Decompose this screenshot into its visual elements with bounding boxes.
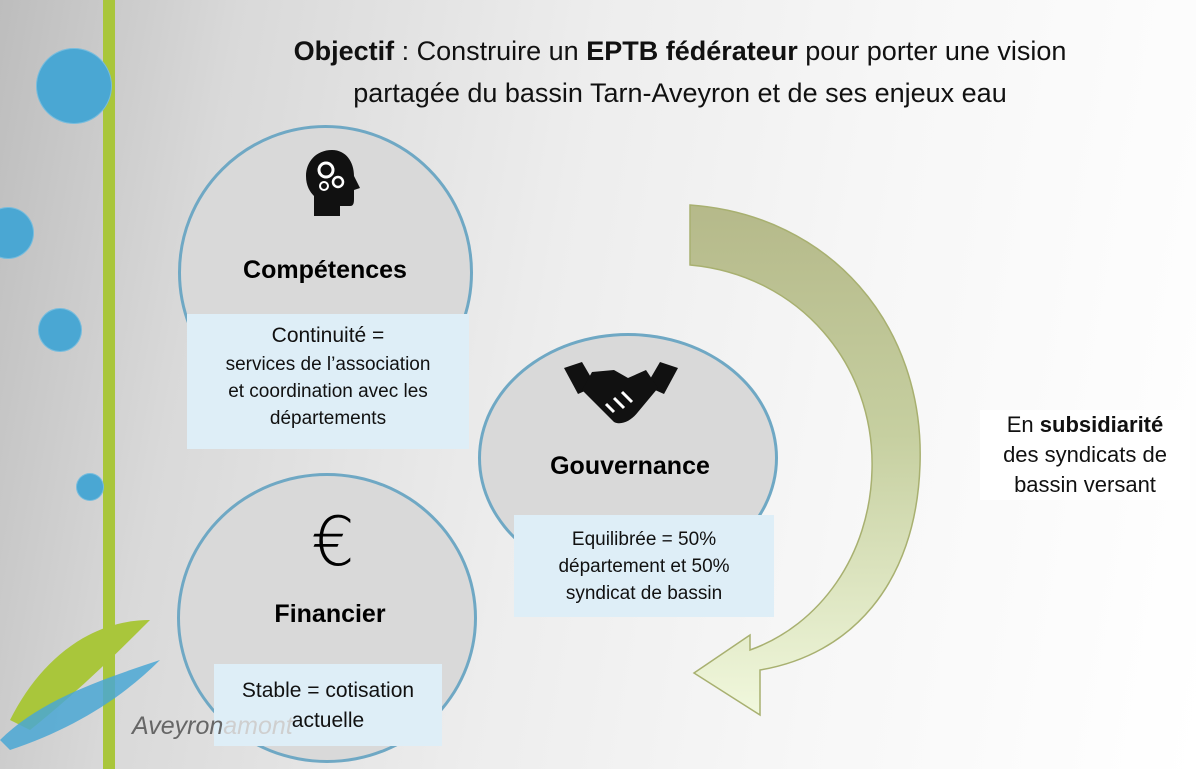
gouvernance-line: département et 50%	[558, 556, 730, 577]
financier-line: Stable = cotisation	[241, 679, 415, 702]
gouvernance-line: Equilibrée = 50%	[571, 529, 717, 550]
gouvernance-box: Equilibrée = 50% département et 50% synd…	[514, 515, 774, 617]
financier-box: Stable = cotisation actuelle	[214, 664, 442, 746]
title-line-2: partagée du bassin Tarn-Aveyron et de se…	[353, 78, 1007, 108]
decorative-dot	[76, 473, 104, 501]
gouvernance-title: Gouvernance	[550, 452, 710, 480]
competences-line: services de l’association	[225, 354, 431, 375]
green-vertical-line	[103, 0, 115, 769]
decorative-dot	[38, 308, 82, 352]
decorative-dot	[0, 207, 34, 259]
decorative-dot	[36, 48, 112, 124]
side-note: En subsidiarité des syndicats de bassin …	[980, 410, 1190, 500]
title-line-1: Objectif : Construire un EPTB fédérateur…	[293, 36, 1067, 66]
competences-box: Continuité = services de l’association e…	[187, 314, 469, 449]
side-note-line-3: bassin versant	[1014, 472, 1156, 497]
head-gears-icon	[306, 150, 360, 216]
financier-title: Financier	[274, 600, 386, 628]
euro-icon: €	[311, 503, 355, 582]
side-note-line-1: En subsidiarité	[1006, 412, 1164, 437]
competences-line: Continuité =	[271, 324, 385, 347]
logo-text: Aveyronamont	[132, 712, 293, 740]
page-title: Objectif : Construire un EPTB fédérateur…	[180, 30, 1180, 114]
side-note-line-2: des syndicats de	[1003, 442, 1167, 467]
competences-title: Compétences	[243, 256, 407, 284]
handshake-icon	[564, 362, 678, 424]
logo-leaf-icon	[0, 620, 160, 750]
financier-line: actuelle	[291, 709, 365, 732]
gouvernance-line: syndicat de bassin	[565, 583, 723, 604]
competences-line: et coordination avec les	[228, 381, 428, 402]
competences-line: départements	[269, 408, 387, 429]
curved-arrow	[689, 204, 921, 717]
